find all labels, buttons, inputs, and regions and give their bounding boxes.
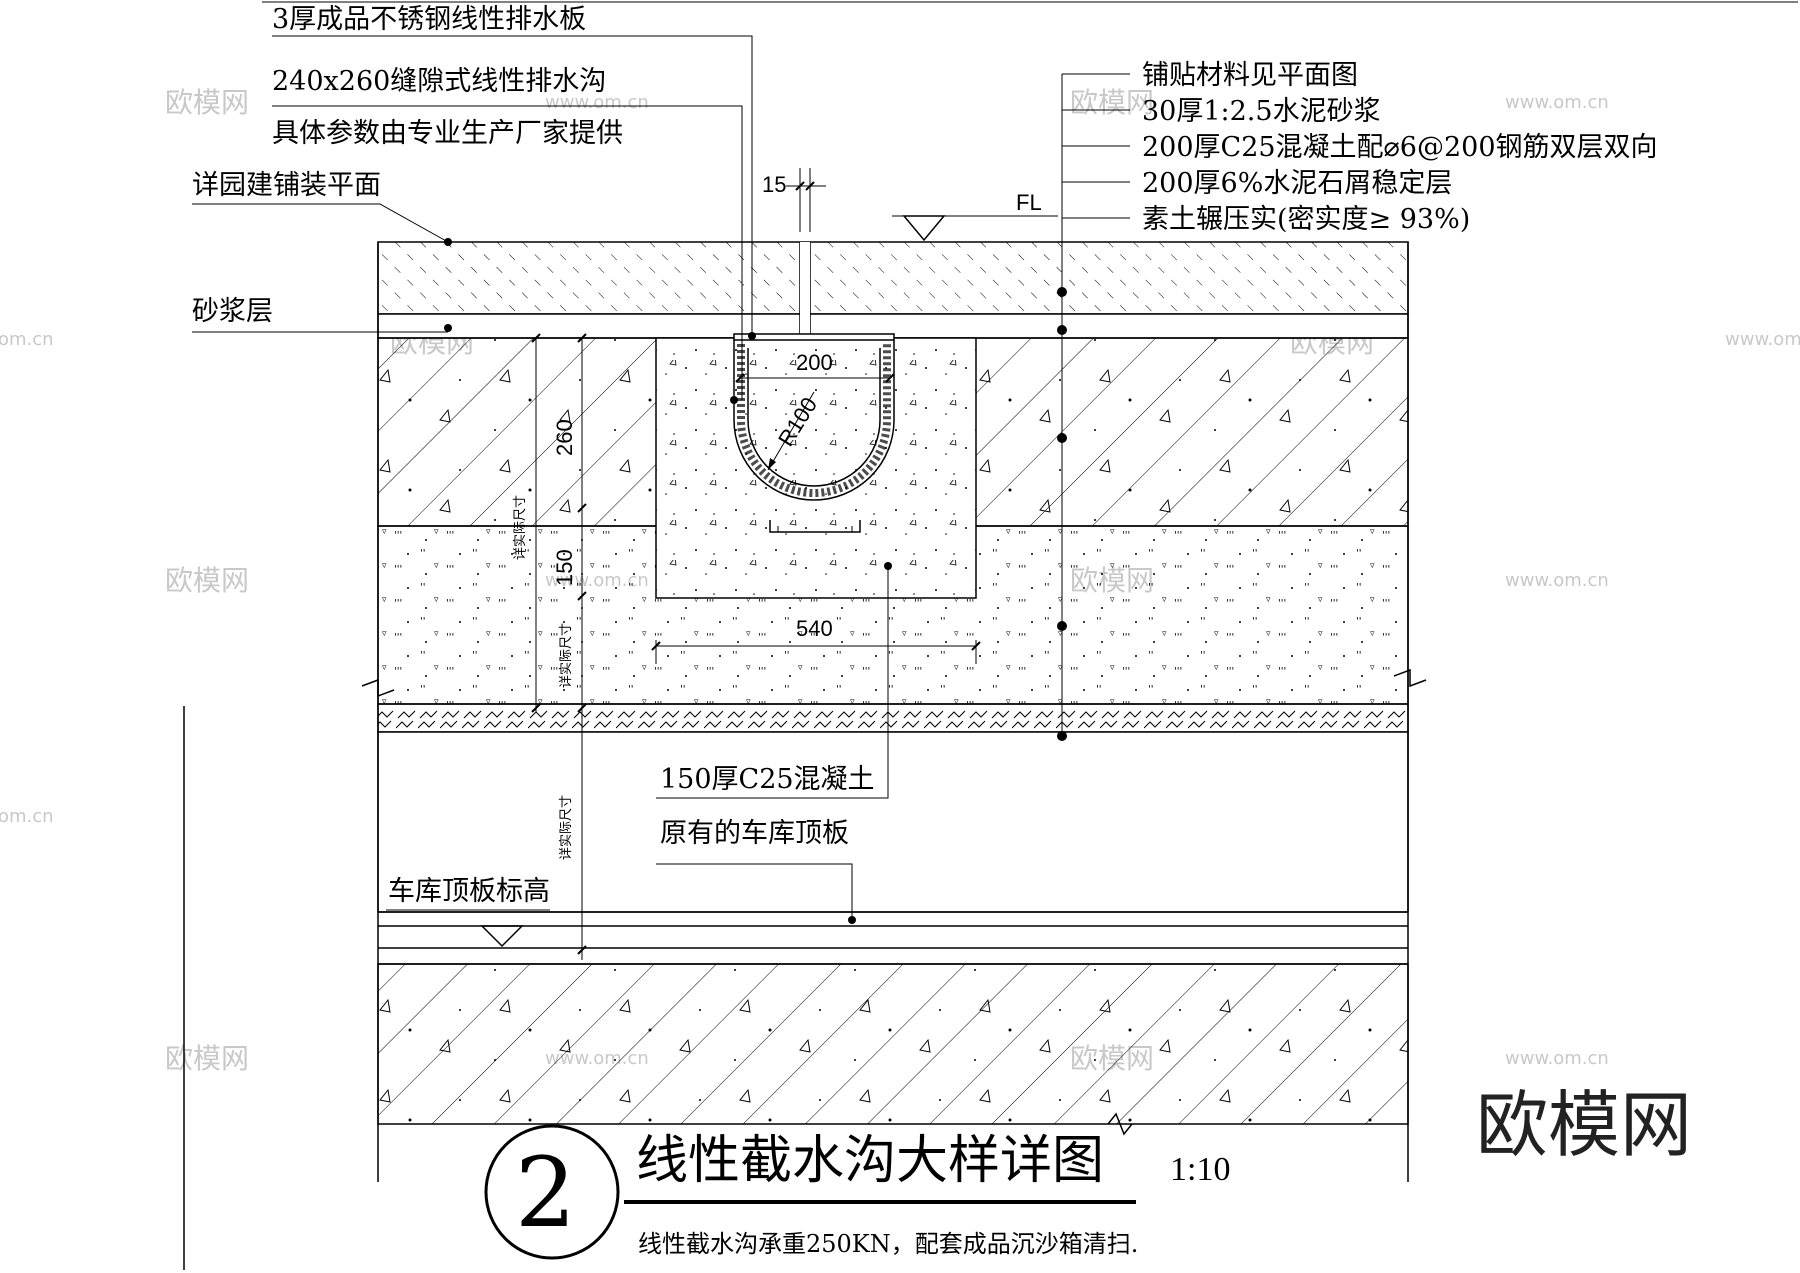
leader-dot [444, 324, 452, 332]
leader-dot [848, 916, 856, 924]
dim-tick [735, 373, 745, 383]
watermark-url-partial: om.cn [0, 329, 54, 350]
title-block: 2 线性截水沟大样详图 1:10 线性截水沟承重250KN，配套成品沉沙箱清扫. [484, 1124, 1230, 1260]
roof-level-triangle-icon [480, 925, 524, 948]
watermark-url: www.om.cn [1725, 329, 1800, 350]
leader-dot [1057, 287, 1067, 297]
drain-pocket-concrete [656, 338, 976, 598]
radius-arrow [768, 458, 776, 470]
dim-tick [885, 373, 895, 383]
steel-drain-plate [733, 333, 895, 341]
watermark-url: www.om.cn [1505, 92, 1609, 113]
paving-layer [377, 241, 1409, 315]
dim-height-260: 260 [552, 419, 577, 456]
dim-tick [577, 703, 587, 713]
leader-dot [444, 238, 452, 246]
watermark-url: www.om.cn [1505, 1048, 1609, 1069]
leader-garage-roof [656, 863, 853, 920]
watermark-url: www.om.cn [545, 92, 649, 113]
dim-tick [577, 591, 587, 601]
watermark-brand: 欧模网 [165, 1042, 249, 1075]
label-concrete-150: 150厚C25混凝土 [660, 764, 875, 795]
fl-triangle-icon [902, 215, 946, 242]
drain-channel-inner [747, 348, 881, 487]
break-mark-bottom [1107, 1112, 1133, 1136]
break-mark-left [361, 678, 395, 698]
dim-width-200: 200 [796, 350, 833, 375]
detail-number: 2 [515, 1137, 576, 1249]
dim-tick [531, 333, 541, 343]
leader-dot [748, 332, 756, 340]
floor-level-label: FL [1016, 190, 1042, 215]
watermark-brand: 欧模网 [165, 564, 249, 597]
label-drain-params: 具体参数由专业生产厂家提供 [272, 118, 623, 149]
watermark-url-partial: om.cn [0, 806, 54, 827]
leader-concrete-150 [656, 566, 889, 799]
leader-dot [1057, 621, 1067, 631]
label-drain-size: 240x260缝隙式线性排水沟 [272, 66, 606, 97]
garage-roof-level-label: 车库顶板标高 [388, 876, 550, 907]
break-mark-right [1393, 668, 1427, 688]
dim-height-150: 150 [552, 549, 577, 586]
slot-gap [800, 242, 810, 336]
drawing-note: 线性截水沟承重250KN，配套成品沉沙箱清扫. [638, 1230, 1138, 1258]
brand-logo: 欧模网 [1476, 1083, 1692, 1167]
dim-tick [531, 703, 541, 713]
dim-detail-size: 详实际尺寸 [513, 495, 528, 560]
leader-drain [272, 105, 743, 400]
dim-tick [805, 181, 815, 191]
dim-tick [577, 945, 587, 955]
leader-dot [884, 562, 892, 570]
label-paving-material: 铺贴材料见平面图 [1142, 60, 1358, 91]
dim-tick [651, 641, 661, 651]
dim-detail-size: 详实际尺寸 [559, 623, 574, 688]
radius-leader [767, 391, 815, 471]
label-steel-plate: 3厚成品不锈钢线性排水板 [272, 4, 586, 35]
leader-dot [1057, 433, 1067, 443]
dim-tick [971, 641, 981, 651]
leader-paving [192, 203, 449, 243]
drain-channel-foot [769, 520, 861, 533]
label-cement-mortar: 30厚1:2.5水泥砂浆 [1142, 96, 1381, 127]
dim-gap-15: 15 [762, 172, 786, 197]
compacted-soil-layer [377, 703, 1409, 733]
drawing-scale: 1:10 [1170, 1151, 1230, 1188]
label-reinforced-concrete: 200厚C25混凝土配⌀6@200钢筋双层双向 [1142, 132, 1658, 163]
leader-dot [1057, 731, 1067, 741]
watermark-url: www.om.cn [1505, 570, 1609, 591]
label-paving-surface: 详园建铺装平面 [192, 170, 381, 201]
dim-detail-size: 详实际尺寸 [559, 795, 574, 860]
detail-number-circle [484, 1124, 620, 1260]
label-mortar-layer: 砂浆层 [192, 296, 273, 327]
leader-dot [1057, 325, 1067, 335]
leader-dot [730, 396, 738, 404]
fill-zone [377, 731, 1409, 913]
dim-tick [795, 181, 805, 191]
dim-width-540: 540 [796, 616, 833, 641]
label-garage-roof: 原有的车库顶板 [660, 818, 849, 849]
label-stone-layer: 200厚6%水泥石屑稳定层 [1142, 168, 1452, 199]
leader-steel-plate [272, 35, 753, 336]
garage-roof-aggregate [378, 964, 1408, 1124]
label-compacted-soil: 素土辗压实(密实度≥ 93%) [1142, 204, 1470, 235]
drawing-title: 线性截水沟大样详图 [636, 1131, 1104, 1191]
left-callouts: 3厚成品不锈钢线性排水板 240x260缝隙式线性排水沟 具体参数由专业生产厂家… [192, 4, 892, 924]
drain-channel-outer [733, 340, 895, 501]
watermark-brand: 欧模网 [165, 86, 249, 119]
dim-tick [577, 503, 587, 513]
right-callouts: 铺贴材料见平面图 30厚1:2.5水泥砂浆 200厚C25混凝土配⌀6@200钢… [1057, 60, 1658, 741]
dim-tick [577, 333, 587, 343]
drain-channel-wall-hatch [737, 344, 891, 497]
watermark-brand: 欧模网 [1070, 86, 1154, 119]
